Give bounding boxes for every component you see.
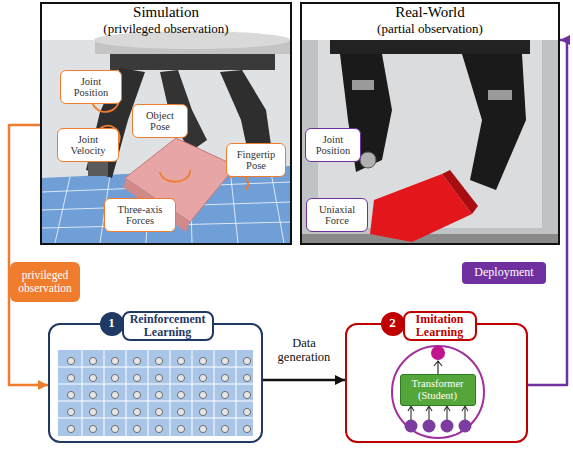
node-label: Simulation — [42, 3, 290, 21]
stage-box: Imitation Learning2Transformer (Student) — [345, 323, 528, 443]
callout-box: Three-axis Forces — [104, 198, 176, 232]
real-table — [302, 234, 558, 243]
input-token — [423, 420, 436, 433]
real-cube-side — [442, 170, 478, 214]
input-token — [459, 420, 472, 433]
real-sensor — [360, 152, 376, 168]
node-label: 2 — [381, 312, 405, 336]
node-label: (privileged observation) — [42, 20, 290, 38]
callout-box: Uniaxial Force — [306, 198, 368, 232]
connector — [9, 125, 48, 385]
callout-box: Joint Velocity — [57, 128, 119, 162]
real-background — [302, 40, 558, 243]
output-arrow — [434, 361, 442, 374]
node-label: Three-axis Forces — [105, 199, 175, 231]
real-finger — [462, 54, 526, 190]
arrow-head-end — [38, 380, 48, 390]
node-label: Joint Position — [306, 129, 360, 161]
real-detail — [352, 80, 374, 90]
input-token — [441, 420, 454, 433]
rl-grid — [58, 350, 253, 436]
input-token — [405, 420, 418, 433]
callout-box: Fingertip Pose — [226, 143, 286, 177]
node-label: Uniaxial Force — [307, 199, 367, 231]
model-box: Transformer (Student) — [400, 374, 476, 406]
real-detail — [488, 90, 512, 100]
panel-frame: Simulation(privileged observation) Joint … — [40, 2, 292, 245]
node-label: Joint Position — [61, 71, 121, 103]
input-arrows — [408, 406, 468, 420]
rl-floor — [58, 350, 253, 436]
sim-background — [42, 40, 290, 243]
node-label: Real-World — [302, 3, 558, 21]
sim-mount — [110, 54, 275, 70]
sim-fingertip — [88, 162, 108, 176]
edge-label: privileged observation — [10, 262, 80, 302]
output-token — [431, 346, 445, 360]
step-number: 2 — [381, 312, 405, 336]
node-label: Imitation Learning — [403, 311, 477, 341]
callout-box: Joint Position — [60, 70, 122, 104]
step-number: 1 — [100, 312, 124, 336]
node-label: Fingertip Pose — [227, 144, 285, 176]
node-label: 1 — [100, 312, 124, 336]
callout-box: Object Pose — [132, 104, 188, 138]
arrow-head-end — [560, 35, 570, 45]
node-label: (partial observation) — [302, 20, 558, 38]
stage-box: Reinforcement Learning1 — [48, 323, 263, 443]
callout-box: Joint Position — [305, 128, 361, 162]
panel-frame: Real-World(partial observation) Joint Pos… — [300, 2, 560, 245]
node-label: Transformer (Student) — [401, 375, 475, 405]
edge-label: Deployment — [462, 262, 546, 284]
node-label: Object Pose — [133, 105, 187, 137]
edge-label: Data generation — [266, 333, 342, 369]
model-outline — [392, 346, 484, 438]
arrow-head-end — [335, 375, 345, 385]
real-mount — [330, 40, 530, 54]
rl-robots — [60, 352, 251, 434]
node-label: Joint Velocity — [58, 129, 118, 161]
connector — [263, 379, 345, 382]
node-label: Reinforcement Learning — [122, 311, 214, 341]
connector — [528, 40, 567, 385]
